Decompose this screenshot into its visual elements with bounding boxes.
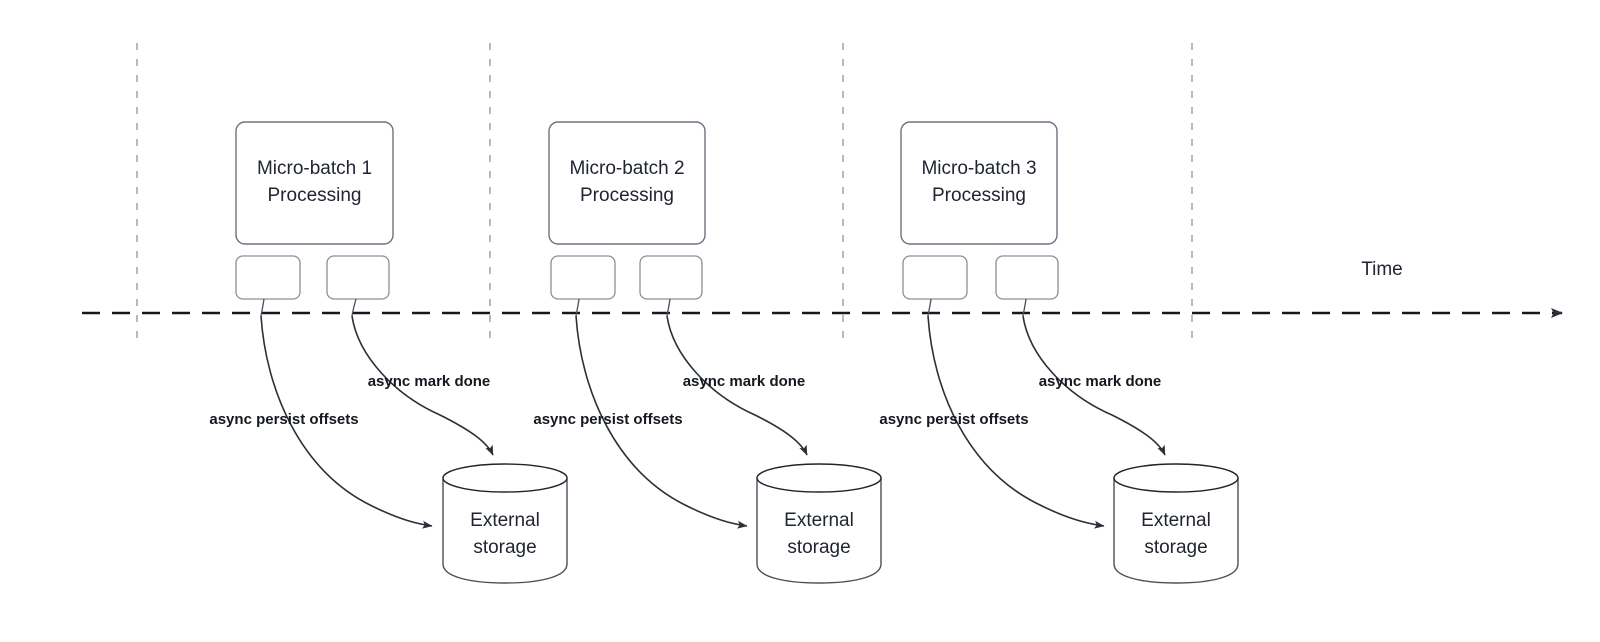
async-persist-offsets-label-3: async persist offsets <box>879 411 1028 428</box>
external-storage-1-label-line2: storage <box>473 537 536 558</box>
micro-batch-3-task-box-left[interactable] <box>902 255 968 300</box>
async-mark-done-label-3: async mark done <box>1039 373 1162 390</box>
micro-batch-1-box[interactable]: Micro-batch 1 Processing <box>235 121 394 245</box>
micro-batch-2-stem-left <box>575 298 580 317</box>
external-storage-3-body[interactable] <box>1113 477 1239 584</box>
external-storage-3-top <box>1113 463 1239 493</box>
async-persist-offsets-arrow-3 <box>927 315 1105 529</box>
micro-batch-1-stem-right <box>351 298 357 317</box>
micro-batch-3-box-shape[interactable] <box>900 121 1058 245</box>
async-mark-done-label-1: async mark done <box>368 373 491 390</box>
group-3: Micro-batch 3 Processing External storag… <box>879 121 1239 584</box>
micro-batch-3-task-box-right[interactable] <box>995 255 1059 300</box>
micro-batch-3-stem-right <box>1022 298 1027 317</box>
external-storage-2[interactable]: External storage <box>756 463 882 584</box>
external-storage-2-label-line2: storage <box>787 537 850 558</box>
external-storage-1-top <box>442 463 568 493</box>
async-mark-done-arrow-3 <box>1022 315 1166 456</box>
micro-batch-1-stem-left <box>260 298 265 317</box>
async-mark-done-arrow-1 <box>351 315 494 456</box>
external-storage-2-top <box>756 463 882 493</box>
external-storage-3-label-line1: External <box>1141 510 1211 531</box>
external-storage-2-label-line1: External <box>784 510 854 531</box>
micro-batch-2-stem-right <box>666 298 671 317</box>
micro-batch-1-box-shape[interactable] <box>235 121 394 245</box>
external-storage-1[interactable]: External storage <box>442 463 568 584</box>
micro-batch-2-label-line2: Processing <box>580 185 674 206</box>
micro-batch-3-box[interactable]: Micro-batch 3 Processing <box>900 121 1058 245</box>
micro-batch-1-label-line2: Processing <box>268 185 362 206</box>
micro-batch-1-task-box-left[interactable] <box>235 255 301 300</box>
async-persist-offsets-arrow-2 <box>575 315 748 529</box>
external-storage-2-body[interactable] <box>756 477 882 584</box>
group-2: Micro-batch 2 Processing External storag… <box>533 121 882 584</box>
async-mark-done-label-2: async mark done <box>683 373 806 390</box>
async-persist-offsets-label-2: async persist offsets <box>533 411 682 428</box>
micro-batch-2-task-box-left[interactable] <box>550 255 616 300</box>
external-storage-3-label-line2: storage <box>1144 537 1207 558</box>
micro-batch-1-task-box-right[interactable] <box>326 255 390 300</box>
async-mark-done-arrow-2 <box>666 315 808 456</box>
micro-batch-2-box-shape[interactable] <box>548 121 706 245</box>
time-axis: Time <box>82 259 1563 318</box>
micro-batch-2-task-box-right[interactable] <box>639 255 703 300</box>
external-storage-1-label-line1: External <box>470 510 540 531</box>
micro-batch-1-label-line1: Micro-batch 1 <box>257 158 372 179</box>
async-persist-offsets-label-1: async persist offsets <box>209 411 358 428</box>
micro-batch-3-label-line1: Micro-batch 3 <box>921 158 1036 179</box>
group-1: Micro-batch 1 Processing External storag… <box>209 121 568 584</box>
micro-batch-2-label-line1: Micro-batch 2 <box>569 158 684 179</box>
external-storage-3[interactable]: External storage <box>1113 463 1239 584</box>
async-persist-offsets-arrow-1 <box>260 315 433 529</box>
micro-batch-3-label-line2: Processing <box>932 185 1026 206</box>
micro-batch-3-stem-left <box>927 298 932 317</box>
external-storage-1-body[interactable] <box>442 477 568 584</box>
timeline-boundary-lines <box>136 43 1193 340</box>
micro-batch-2-box[interactable]: Micro-batch 2 Processing <box>548 121 706 245</box>
time-axis-label: Time <box>1361 259 1403 280</box>
